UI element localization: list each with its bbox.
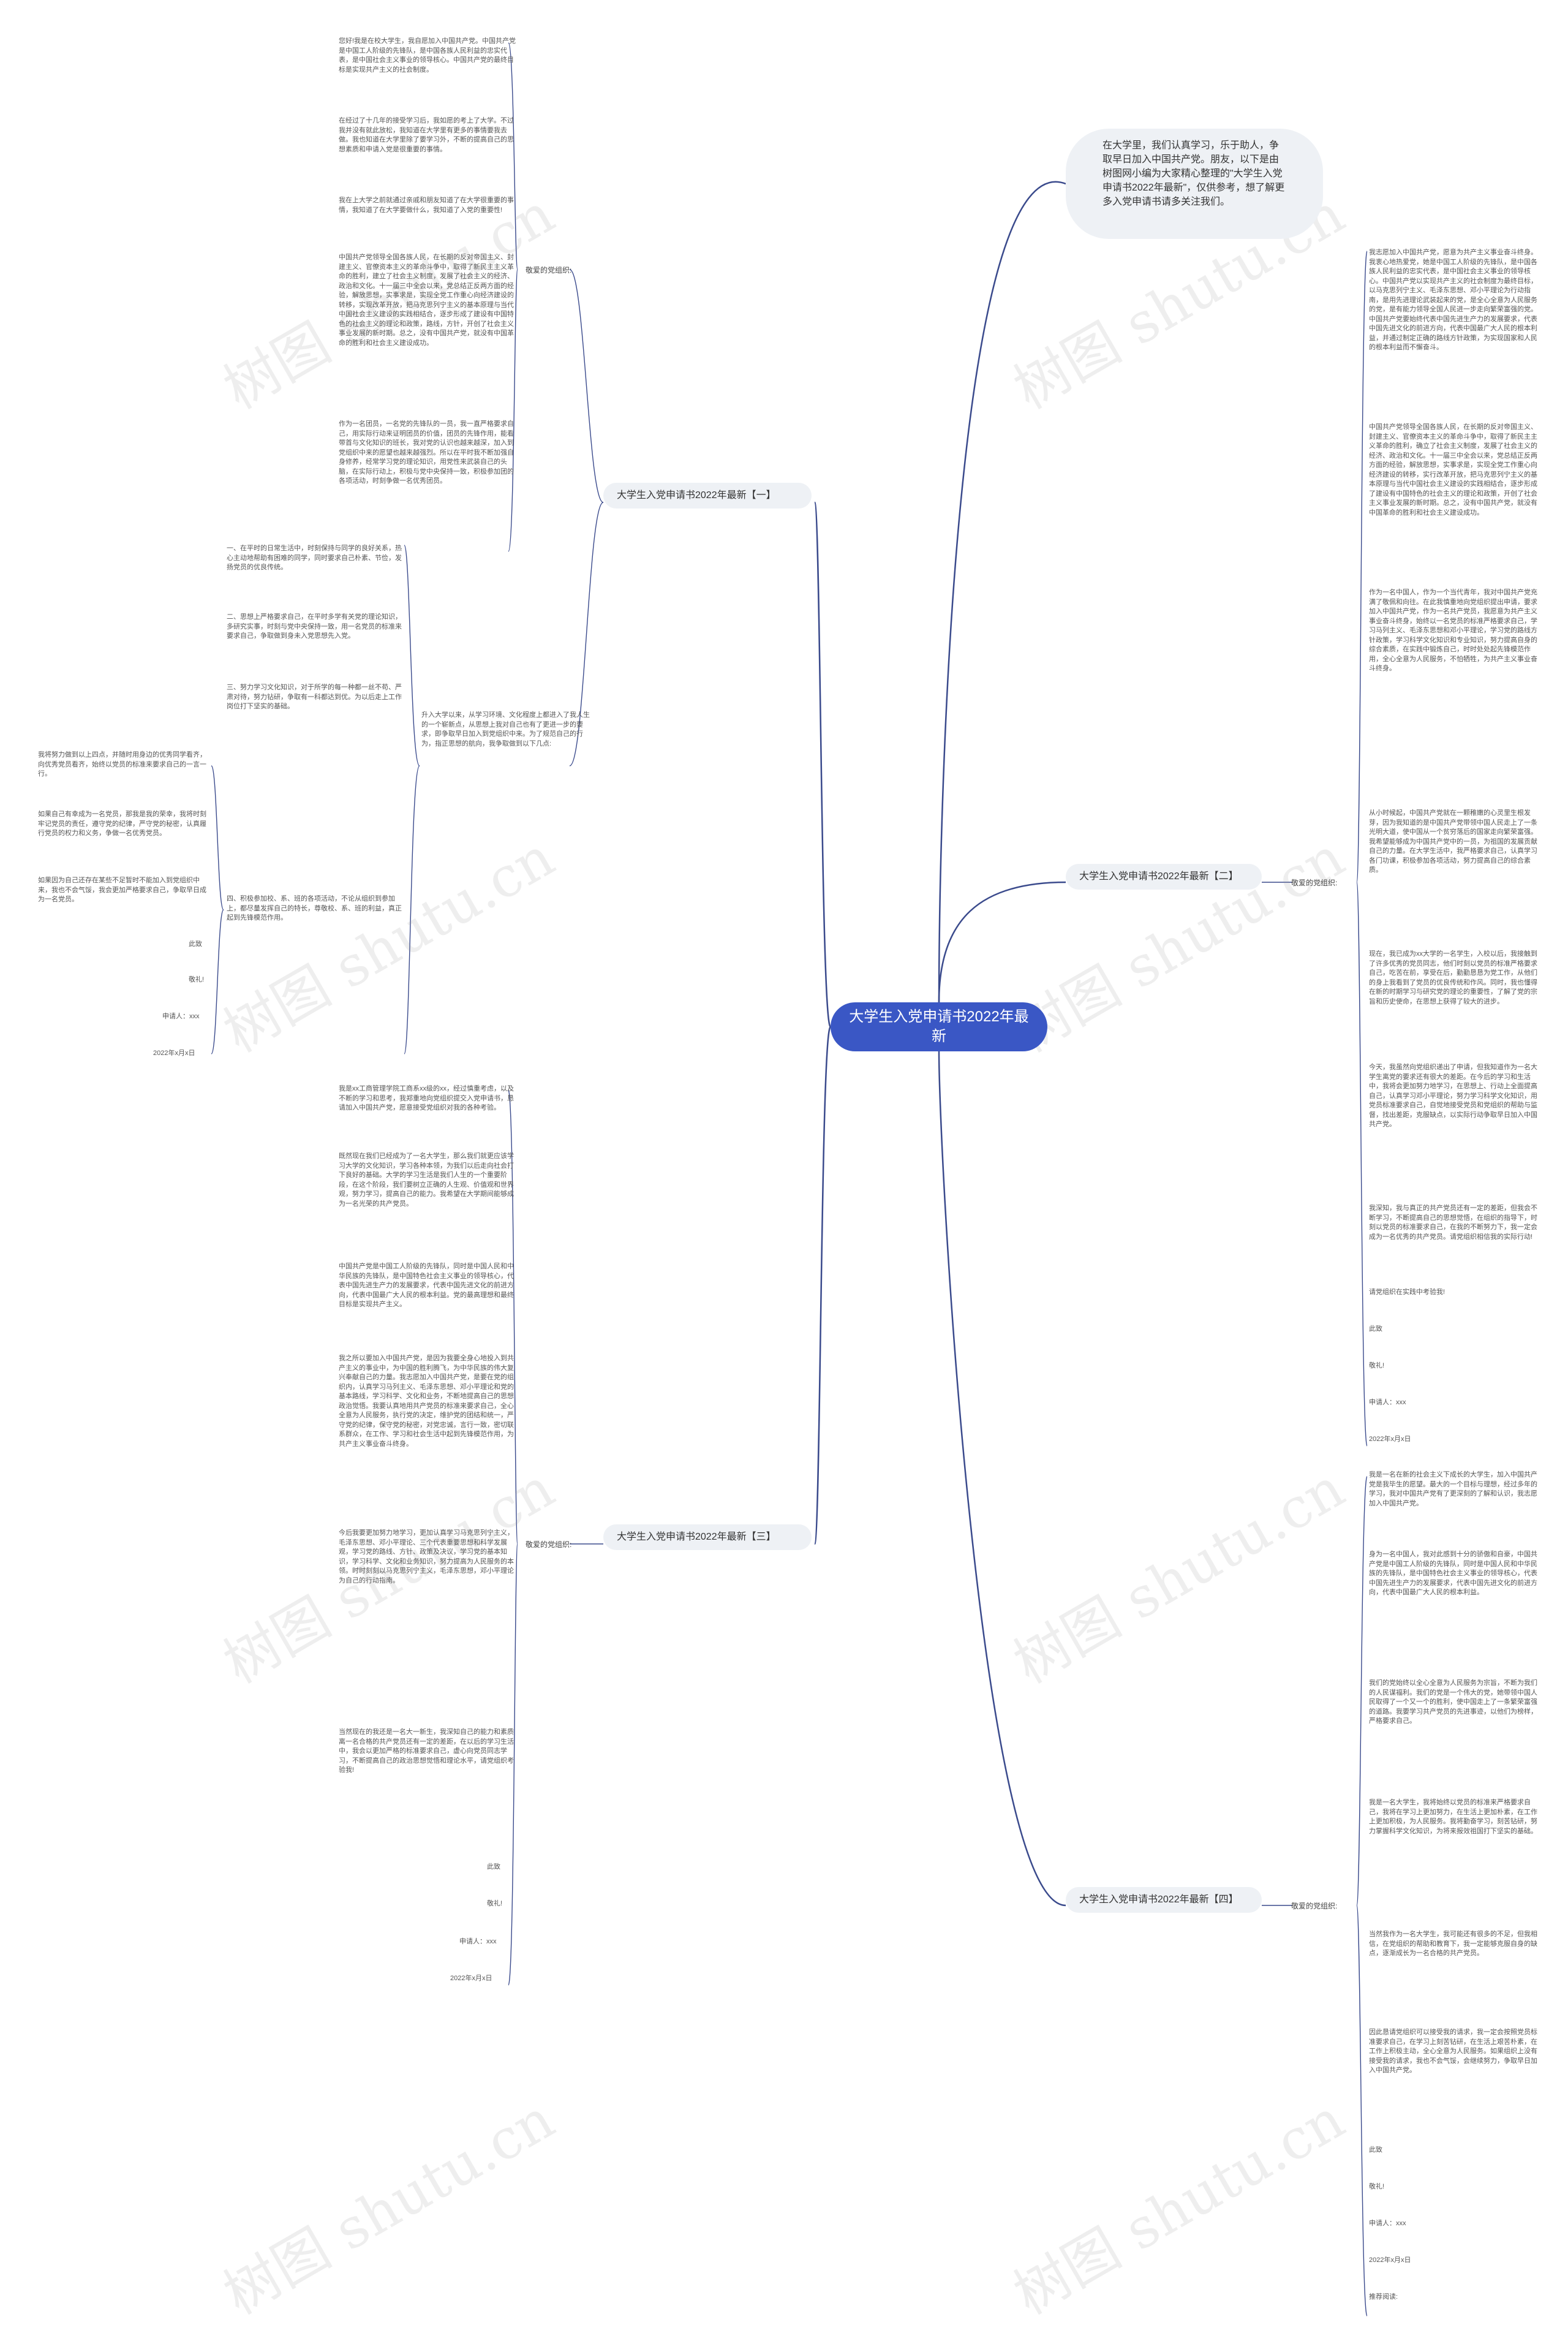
paragraph: 今天，我虽然向党组织递出了申请，但我知道作为一名大学生离党的要求还有很大的差距。… — [1369, 1064, 1537, 1128]
paragraph: 今后我要更加努力地学习，更加认真学习马克思列宁主义，毛泽东思想、邓小平理论、三个… — [339, 1529, 514, 1584]
paragraph: 既然现在我们已经成为了一名大学生，那么我们就更应该学习大学的文化知识，学习各种本… — [339, 1152, 514, 1208]
paragraph: 我们的党始终以全心全意为人民服务为宗旨，不断为我们的人民谋福利。我们的党是一个伟… — [1369, 1679, 1537, 1725]
branch-node-4[interactable]: 大学生入党申请书2022年最新【四】 — [1066, 1887, 1262, 1913]
paragraph: 当然我作为一名大学生，我可能还有很多的不足，但我相信，在党组织的帮助和教育下，我… — [1369, 1931, 1537, 1957]
branch-3-title: 大学生入党申请书2022年最新【三】 — [617, 1532, 776, 1542]
paragraph: 作为一名团员，一名党的先锋队的一员，我一直严格要求自己，用实际行动来证明团员的价… — [339, 420, 514, 485]
closing: 2022年x月x日 — [1369, 1435, 1411, 1443]
side-note: 我将努力做到以上四点，并随时用身边的优秀同学看齐，向优秀党员看齐，始终以党员的标… — [38, 751, 206, 777]
closing: 申请人：xxx — [1369, 1399, 1406, 1406]
paragraph: 中国共产党领导全国各族人民，在长期的反对帝国主义、封建主义、官僚资本主义的革命斗… — [339, 254, 514, 347]
point: 二、思想上严格要求自己，在平时多学有关党的理论知识，多研究实事，时刻与党中央保持… — [227, 613, 402, 640]
branch-node-1[interactable]: 大学生入党申请书2022年最新【一】 — [603, 483, 812, 509]
point: 一、在平时的日常生活中，时刻保持与同学的良好关系，热心主动地帮助有困难的同学，同… — [227, 545, 402, 571]
root-node-label: 大学生入党申请书2022年最新 — [849, 1008, 1029, 1045]
branch-2-title: 大学生入党申请书2022年最新【二】 — [1079, 871, 1238, 882]
point: 三、努力学习文化知识，对于所学的每一种都一丝不苟、严肃对待，努力钻研，争取有一科… — [227, 684, 402, 710]
paragraph: 当然现在的我还是一名大一新生，我深知自己的能力和素质离一名合格的共产党员还有一定… — [339, 1728, 514, 1774]
branch-4-greeting: 敬爱的党组织: — [1291, 1902, 1338, 1910]
sub-intro: 升入大学以来，从学习环境、文化程度上都进入了我人生的一个崭新点，从思想上我对自己… — [421, 711, 590, 747]
paragraph: 我之所以要加入中国共产党，是因为我要全身心地投入到共产主义的事业中，为中国的胜利… — [339, 1355, 514, 1448]
paragraph: 作为一名中国人，作为一个当代青年，我对中国共产党充满了敬佩和向往。在此我慎重地向… — [1369, 589, 1537, 672]
paragraph: 我深知，我与真正的共产党员还有一定的差距，但我会不断学习，不断提高自己的思想觉悟… — [1369, 1205, 1537, 1241]
closing: 敬礼! — [487, 1900, 503, 1907]
branch-2-greeting: 敬爱的党组织: — [1291, 879, 1338, 887]
closing: 敬礼! — [1369, 1362, 1385, 1369]
branch-node-3[interactable]: 大学生入党申请书2022年最新【三】 — [603, 1524, 812, 1550]
paragraph: 我是一名在新的社会主义下成长的大学生，加入中国共产党是我毕生的愿望。最大的一个目… — [1369, 1471, 1537, 1507]
closing: 申请人：xxx — [459, 1938, 497, 1945]
branch-1-title: 大学生入党申请书2022年最新【一】 — [617, 490, 776, 501]
paragraph: 我在上大学之前就通过亲戚和朋友知道了在大学很重要的事情，我知道了在大学要做什么，… — [339, 197, 514, 214]
paragraph: 我志愿加入中国共产党，愿意为共产主义事业奋斗终身。我衷心地热爱党，她是中国工人阶… — [1369, 249, 1537, 351]
intro-text: 在大学里，我们认真学习，乐于助人，争取早日加入中国共产党。朋友，以下是由树图网小… — [1102, 140, 1285, 207]
side-note: 如果因为自己还存在某些不足暂时不能加入到党组织中来，我也不会气馁，我会更加严格要… — [38, 877, 206, 903]
paragraph: 您好!我是在校大学生，我自愿加入中国共产党。中国共产党是中国工人阶级的先锋队，是… — [339, 37, 516, 74]
paragraph: 我是xx工商管理学院工商系xx级的xx，经过慎重考虑，以及不断的学习和思考，我郑… — [339, 1085, 514, 1111]
paragraph: 因此恳请党组织可以接受我的请求，我一定会按照党员标准要求自己，在学习上刻苦钻研，… — [1369, 2029, 1537, 2074]
side-note: 如果自己有幸成为一名党员，那我是我的荣幸，我将时刻牢记党员的责任，遵守党的纪律，… — [38, 811, 206, 837]
closing: 此致 — [189, 940, 202, 948]
paragraph: 在经过了十几年的接受学习后，我如愿的考上了大学。不过我并没有就此放松，我知道在大… — [339, 117, 514, 153]
paragraph: 中国共产党领导全国各族人民，在长期的反对帝国主义、封建主义、官僚资本主义的革命斗… — [1369, 423, 1537, 516]
point: 四、积极参加校、系、班的各项活动，不论从组织到参加上，都尽量发挥自己的特长，尊敬… — [227, 895, 402, 921]
closing: 2022年x月x日 — [1369, 2256, 1411, 2264]
closing: 敬礼! — [1369, 2183, 1385, 2190]
closing: 2022年x月x日 — [153, 1050, 195, 1057]
intro-node[interactable]: 在大学里，我们认真学习，乐于助人，争取早日加入中国共产党。朋友，以下是由树图网小… — [1066, 129, 1323, 239]
branch-4-title: 大学生入党申请书2022年最新【四】 — [1079, 1894, 1238, 1905]
closing: 2022年x月x日 — [450, 1975, 492, 1982]
branch-3-greeting: 敬爱的党组织: — [526, 1540, 572, 1549]
paragraph: 从小时候起，中国共产党就在一颗稚嫩的心灵里生根发芽，因为我知道的是中国共产党带领… — [1369, 809, 1537, 874]
closing: 敬礼! — [189, 976, 205, 983]
paragraph: 中国共产党是中国工人阶级的先锋队，同时是中国人民和中华民族的先锋队，是中国特色社… — [339, 1263, 514, 1308]
branch-node-2[interactable]: 大学生入党申请书2022年最新【二】 — [1066, 864, 1262, 890]
paragraph: 我是一名大学生，我将始终以党员的标准来严格要求自己，我将在学习上更加努力，在生活… — [1369, 1799, 1537, 1835]
closing: 推荐阅读: — [1369, 2293, 1398, 2301]
branch-1-greeting: 敬爱的党组织: — [526, 266, 572, 274]
paragraph: 请党组织在实践中考验我! — [1369, 1288, 1446, 1296]
closing: 申请人：xxx — [162, 1013, 200, 1020]
closing: 此致 — [1369, 1325, 1382, 1333]
closing: 此致 — [487, 1863, 500, 1870]
closing: 此致 — [1369, 2146, 1382, 2154]
paragraph: 现在，我已成为xx大学的一名学生，入校以后，我接触到了许多优秀的党员同志，他们时… — [1369, 950, 1537, 1005]
closing: 申请人：xxx — [1369, 2220, 1406, 2227]
root-node[interactable]: 大学生入党申请书2022年最新 — [831, 1002, 1047, 1051]
paragraph: 身为一名中国人，我对此感到十分的骄傲和自豪，中国共产党是中国工人阶级的先锋队，同… — [1369, 1551, 1537, 1596]
